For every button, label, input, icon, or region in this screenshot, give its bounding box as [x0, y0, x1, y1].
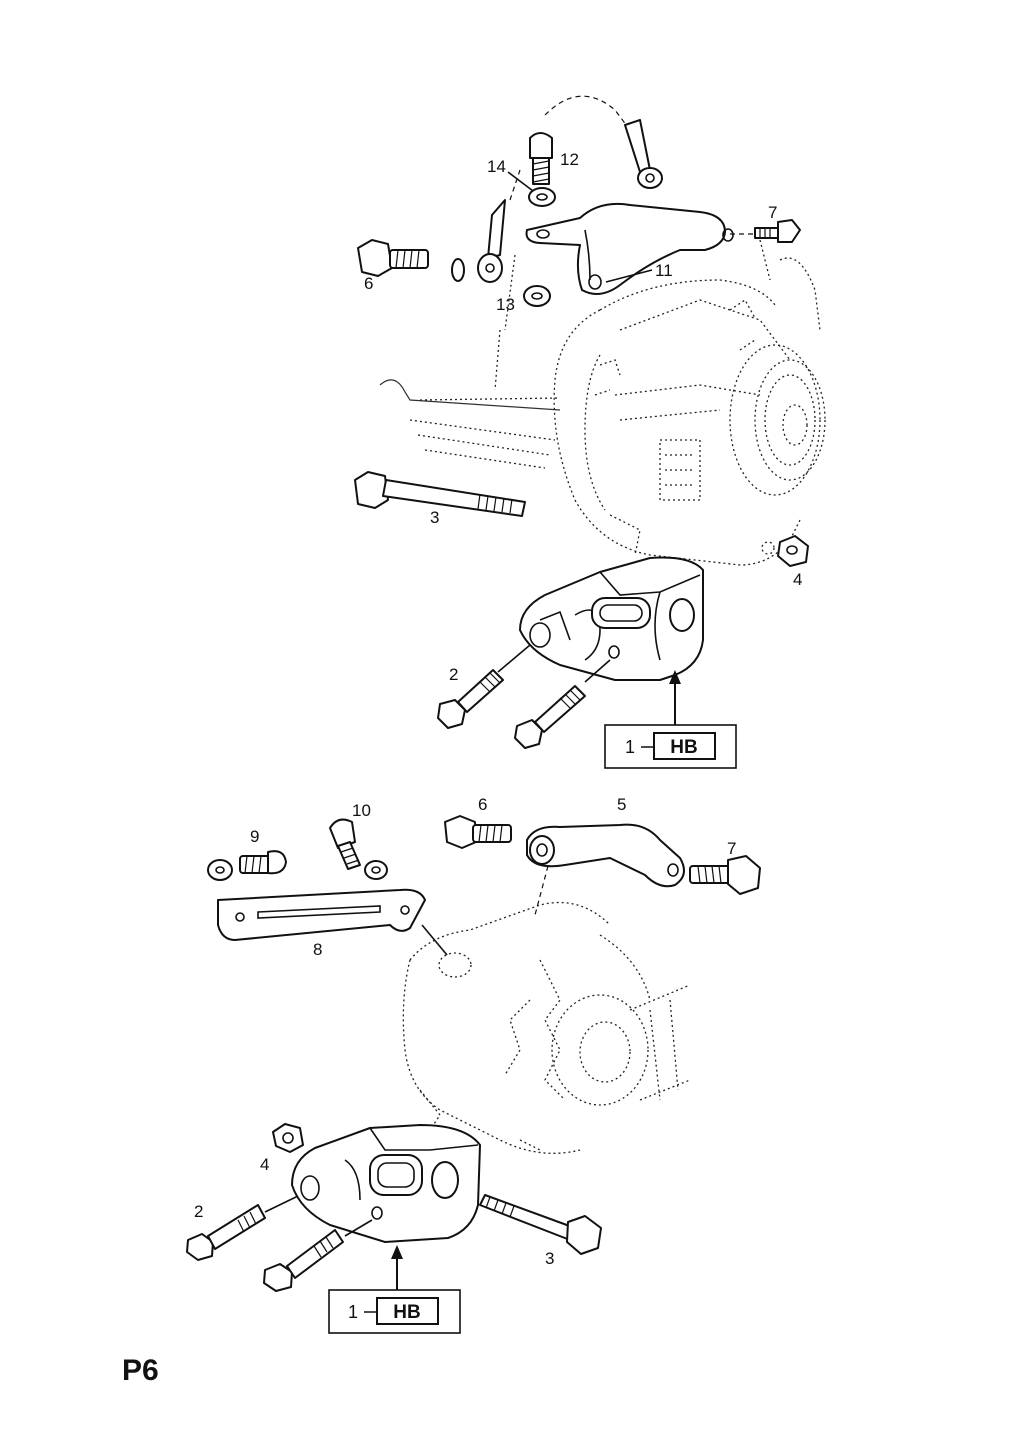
callout-4: 4 — [793, 570, 802, 589]
callout-3: 3 — [545, 1249, 554, 1268]
ref-arrow-bottom — [391, 1245, 403, 1290]
engine-block-outline-top — [379, 239, 821, 469]
bolt-12 — [529, 132, 553, 185]
callout-4: 4 — [260, 1155, 269, 1174]
bolt-7-bottom — [689, 855, 761, 895]
callout-2: 2 — [194, 1202, 203, 1221]
callout-5: 5 — [617, 795, 626, 814]
callouts-top: 12 14 7 11 6 13 3 4 2 — [364, 150, 802, 684]
bracket-5 — [526, 823, 685, 916]
long-bolt-3-top — [354, 471, 526, 517]
callouts-bottom: 6 5 7 10 9 8 4 2 3 — [194, 795, 736, 1268]
top-assembly: 12 14 7 11 6 13 3 4 2 1 HB — [354, 95, 826, 769]
callout-7: 7 — [768, 203, 777, 222]
ref-box-number: 1 — [348, 1302, 358, 1322]
bolt-10 — [329, 818, 388, 880]
washer-13 — [523, 285, 551, 307]
callout-8: 8 — [313, 940, 322, 959]
nut-4-top — [777, 535, 809, 567]
callout-2: 2 — [449, 665, 458, 684]
callout-9: 9 — [250, 827, 259, 846]
ref-arrow-top — [669, 670, 681, 725]
ref-box-code: HB — [670, 737, 697, 758]
bolt-9 — [207, 850, 287, 881]
ground-strap — [477, 95, 663, 283]
ref-box-top: 1 HB — [604, 724, 737, 769]
alternator-top — [553, 279, 826, 566]
callout-6: 6 — [478, 795, 487, 814]
callout-7: 7 — [727, 839, 736, 858]
bolt-2-top-b — [514, 685, 586, 749]
ref-box-bottom: 1 HB — [328, 1289, 461, 1334]
mounting-block-bottom — [264, 1124, 481, 1243]
bolt-2-bottom-a — [186, 1204, 266, 1261]
bolt-6-bottom — [444, 815, 512, 849]
bolt-7-top — [730, 219, 801, 243]
strap-bracket-8 — [217, 888, 448, 956]
lock-washer-14 — [528, 187, 556, 207]
bolt-2-top-a — [437, 669, 504, 729]
callout-3: 3 — [430, 508, 439, 527]
mounting-block-top — [497, 556, 704, 683]
alternator-bottom — [402, 901, 691, 1154]
ref-box-code: HB — [393, 1302, 420, 1323]
long-bolt-3-bottom — [479, 1194, 602, 1255]
callout-12: 12 — [560, 150, 579, 169]
nut-4-bottom — [272, 1123, 304, 1153]
callout-14: 14 — [487, 157, 506, 176]
bolt-2-bottom-b — [263, 1229, 344, 1292]
bottom-assembly: 6 5 7 10 9 8 4 2 3 1 HB — [186, 795, 761, 1334]
callout-11: 11 — [655, 261, 673, 280]
callout-10: 10 — [352, 801, 371, 820]
callout-13: 13 — [496, 295, 515, 314]
page-code: P6 — [122, 1354, 159, 1387]
ref-box-number: 1 — [625, 737, 635, 757]
bracket-11 — [525, 202, 734, 295]
bolt-6-top — [357, 239, 465, 282]
callout-6: 6 — [364, 274, 373, 293]
